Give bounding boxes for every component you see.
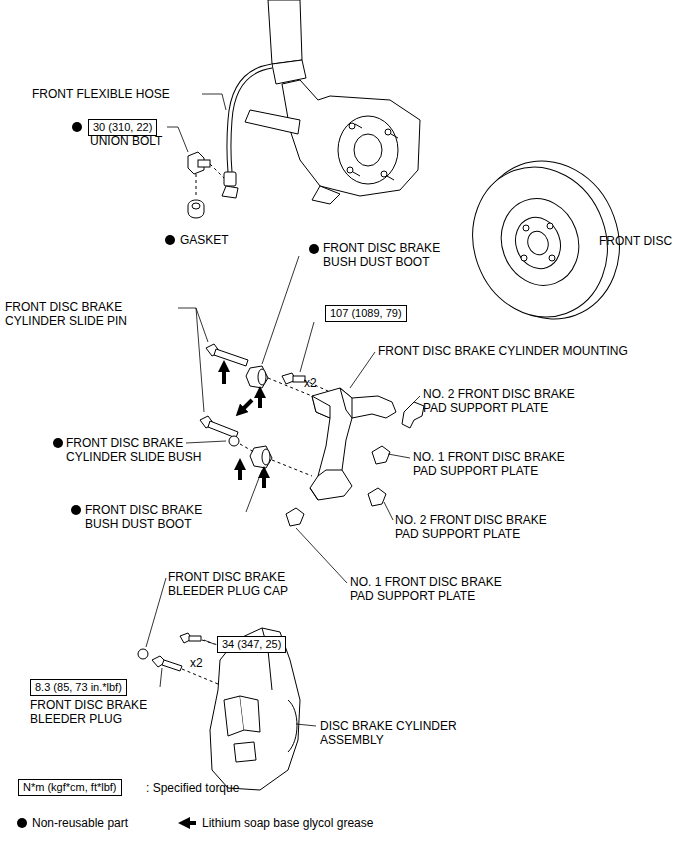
- part-label: x2: [190, 656, 203, 670]
- part-label: UNION BOLT: [90, 134, 162, 148]
- torque-box: N*m (kgf*cm, ft*lbf): [18, 779, 122, 796]
- part-label-text: NO. 1 FRONT DISC BRAKE PAD SUPPORT PLATE: [413, 450, 565, 478]
- part-label-text: DISC BRAKE CYLINDER ASSEMBLY: [320, 719, 457, 747]
- torque-value: N*m (kgf*cm, ft*lbf): [23, 781, 117, 793]
- part-label-text: FRONT DISC BRAKE BLEEDER PLUG: [30, 698, 147, 726]
- part-label: FRONT DISC BRAKE BLEEDER PLUG CAP: [168, 570, 292, 598]
- torque-box: 34 (347, 25): [217, 636, 286, 653]
- part-label-text: NO. 1 FRONT DISC BRAKE PAD SUPPORT PLATE: [350, 575, 502, 603]
- legend-text: Non-reusable part: [32, 816, 128, 830]
- part-label: NO. 1 FRONT DISC BRAKE PAD SUPPORT PLATE: [350, 575, 506, 603]
- part-label: FRONT DISC BRAKE BUSH DUST BOOT: [323, 241, 444, 269]
- torque-value: 8.3 (85, 73 in.*lbf): [35, 681, 122, 693]
- part-label-text: FRONT DISC BRAKE BUSH DUST BOOT: [323, 241, 440, 269]
- part-label-text: x2: [304, 376, 317, 390]
- part-label-text: x2: [190, 656, 203, 670]
- part-label-text: FRONT DISC BRAKE CYLINDER MOUNTING: [378, 344, 628, 358]
- part-label-text: FRONT DISC BRAKE BLEEDER PLUG CAP: [168, 570, 288, 598]
- part-label: FRONT DISC BRAKE BLEEDER PLUG: [30, 698, 151, 726]
- part-label-text: UNION BOLT: [90, 134, 162, 148]
- legend-text: : Specified torque: [146, 781, 239, 795]
- torque-box: 8.3 (85, 73 in.*lbf): [30, 679, 127, 696]
- part-label: NO. 2 FRONT DISC BRAKE PAD SUPPORT PLATE: [395, 513, 551, 541]
- legend-text: Lithium soap base glycol grease: [202, 816, 373, 830]
- part-label: FRONT DISC BRAKE BUSH DUST BOOT: [85, 503, 206, 531]
- torque-value: 30 (310, 22): [93, 121, 152, 133]
- part-label: FRONT DISC: [599, 234, 672, 248]
- part-label-text: FRONT DISC BRAKE CYLINDER SLIDE PIN: [5, 300, 127, 328]
- part-label: x2: [304, 376, 317, 390]
- legend-entry: Non-reusable part: [32, 816, 128, 830]
- legend-entry: Lithium soap base glycol grease: [202, 816, 373, 830]
- part-label-text: NO. 2 FRONT DISC BRAKE PAD SUPPORT PLATE: [423, 387, 575, 415]
- part-label-text: FRONT DISC: [599, 234, 672, 248]
- part-label-text: NO. 2 FRONT DISC BRAKE PAD SUPPORT PLATE: [395, 513, 547, 541]
- part-label: DISC BRAKE CYLINDER ASSEMBLY: [320, 719, 460, 747]
- part-label: FRONT FLEXIBLE HOSE: [32, 87, 170, 101]
- torque-box: 107 (1089, 79): [325, 305, 407, 322]
- part-label-text: GASKET: [180, 233, 229, 247]
- part-label-text: FRONT FLEXIBLE HOSE: [32, 87, 170, 101]
- part-label-text: FRONT DISC BRAKE BUSH DUST BOOT: [85, 503, 202, 531]
- legend-entry: : Specified torque: [146, 781, 239, 795]
- part-label-text: FRONT DISC BRAKE CYLINDER SLIDE BUSH: [66, 436, 201, 464]
- part-label: FRONT DISC BRAKE CYLINDER MOUNTING: [378, 344, 628, 358]
- part-label: NO. 1 FRONT DISC BRAKE PAD SUPPORT PLATE: [413, 450, 569, 478]
- part-label: FRONT DISC BRAKE CYLINDER SLIDE PIN: [5, 300, 131, 328]
- torque-value: 107 (1089, 79): [330, 307, 402, 319]
- part-label: GASKET: [180, 233, 229, 247]
- torque-box: 30 (310, 22): [88, 119, 157, 136]
- part-label: NO. 2 FRONT DISC BRAKE PAD SUPPORT PLATE: [423, 387, 579, 415]
- torque-value: 34 (347, 25): [222, 638, 281, 650]
- part-label: FRONT DISC BRAKE CYLINDER SLIDE BUSH: [66, 436, 205, 464]
